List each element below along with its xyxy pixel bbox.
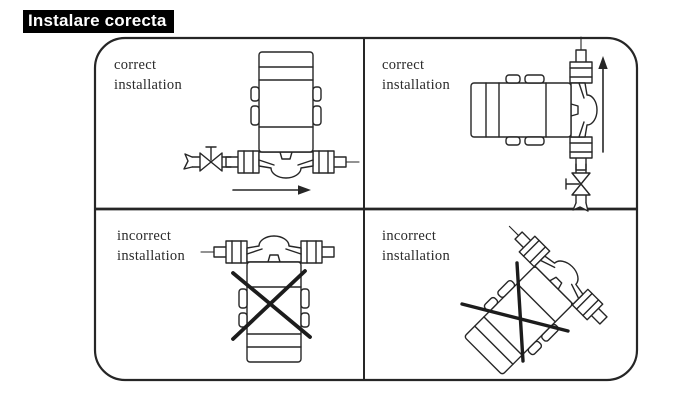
x-mark-icon — [231, 269, 312, 341]
meter-assembly — [430, 214, 616, 399]
caption-bottom-right: incorrect installation — [382, 227, 450, 266]
figure-correct-horizontal — [183, 51, 360, 195]
figure-incorrect-inverted — [200, 235, 335, 363]
flow-arrow-right-icon — [232, 185, 311, 195]
caption-top-right: correct installation — [382, 56, 450, 95]
caption-bottom-left: incorrect installation — [117, 227, 185, 266]
x-mark-icon — [460, 261, 570, 363]
caption-line: correct — [382, 57, 425, 73]
meter-assembly — [225, 51, 360, 179]
caption-line: installation — [114, 76, 183, 93]
caption-line: installation — [382, 247, 451, 264]
figure-incorrect-tilted — [430, 214, 616, 399]
meter-assembly — [470, 36, 598, 171]
caption-line: correct — [114, 57, 157, 73]
page-title: Instalare corecta — [23, 10, 174, 33]
caption-line: incorrect — [382, 228, 437, 244]
shutoff-valve-icon — [183, 146, 232, 172]
caption-top-left: correct installation — [114, 56, 182, 95]
caption-line: installation — [382, 76, 451, 93]
figure-correct-vertical — [470, 36, 608, 212]
flow-arrow-up-icon — [598, 56, 608, 153]
meter-assembly — [200, 235, 335, 363]
shutoff-valve-icon — [565, 163, 591, 212]
caption-line: incorrect — [117, 228, 172, 244]
caption-line: installation — [117, 247, 186, 264]
